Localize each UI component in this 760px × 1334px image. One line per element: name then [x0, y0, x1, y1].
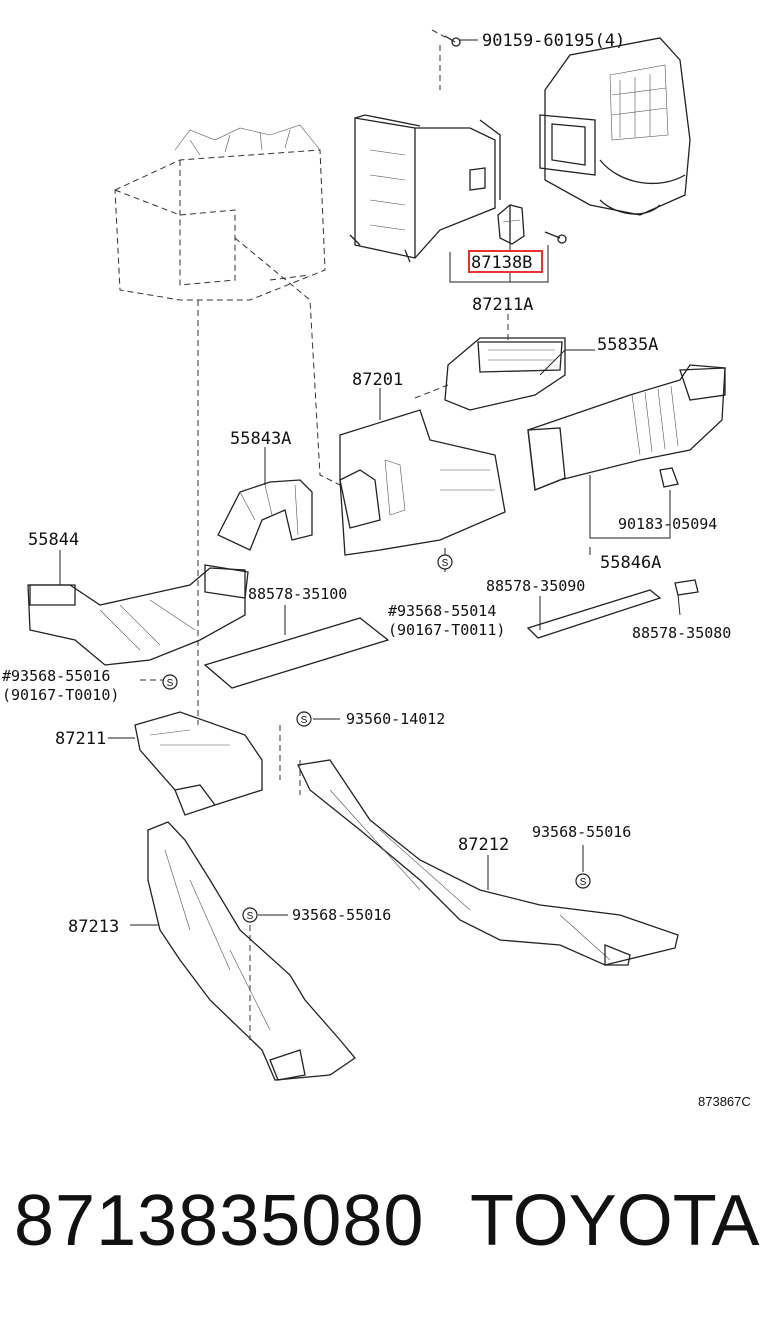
label-55846a[interactable]: 55846A — [600, 553, 661, 573]
svg-text:S: S — [442, 558, 449, 569]
label-93568-55016-a[interactable]: #93568-55016 — [2, 667, 110, 685]
label-88578-35090[interactable]: 88578-35090 — [486, 577, 585, 595]
label-93560-14012[interactable]: 93560-14012 — [346, 710, 445, 728]
label-93568-55016-c[interactable]: 93568-55016 — [292, 906, 391, 924]
label-55835a[interactable]: 55835A — [597, 335, 658, 355]
duct-55844 — [27, 564, 249, 666]
label-87213[interactable]: 87213 — [68, 917, 119, 937]
duct-55846a — [527, 364, 726, 491]
screw-90159-resistor — [544, 231, 567, 244]
duct-87211 — [134, 711, 263, 816]
pad-88578-35100 — [203, 617, 390, 689]
s-symbol-55016-c: S — [242, 907, 258, 923]
label-88578-35080[interactable]: 88578-35080 — [632, 624, 731, 642]
label-93568-55014[interactable]: #93568-55014 — [388, 602, 496, 620]
duct-87201 — [339, 409, 506, 556]
resistor-87138b — [497, 204, 525, 245]
duct-55835a — [444, 337, 566, 411]
footer-part-number: 8713835080 — [14, 1181, 425, 1261]
label-87138b[interactable]: 87138B — [471, 253, 532, 273]
leader-lines — [59, 29, 681, 926]
clip-90183-05094 — [659, 467, 679, 488]
label-87211[interactable]: 87211 — [55, 729, 106, 749]
svg-text:S: S — [580, 877, 587, 888]
heater-unit-outline — [114, 124, 326, 301]
blower-unit — [539, 37, 691, 216]
footer-brand: TOYOTA — [470, 1181, 760, 1261]
duct-87213 — [147, 821, 356, 1081]
label-87211a[interactable]: 87211A — [472, 295, 533, 315]
highlight-box — [468, 250, 543, 273]
label-90183-05094[interactable]: 90183-05094 — [618, 515, 717, 533]
s-symbol-14012: S — [296, 711, 312, 727]
screw-90159-top — [444, 35, 461, 47]
svg-text:S: S — [167, 678, 174, 689]
label-87201[interactable]: 87201 — [352, 370, 403, 390]
s-symbol-55016-b: S — [575, 873, 591, 889]
pad-88578-35080 — [674, 579, 699, 596]
label-90167-t0011[interactable]: (90167-T0011) — [388, 621, 505, 639]
footer: 8713835080 TOYOTA — [0, 1180, 760, 1290]
assembly-guides — [140, 237, 509, 1040]
label-55843a[interactable]: 55843A — [230, 429, 291, 449]
pad-88578-35090 — [526, 589, 662, 639]
s-symbol-55016-a: S — [162, 674, 178, 690]
label-87212[interactable]: 87212 — [458, 835, 509, 855]
diagram-code: 873867C — [698, 1094, 751, 1109]
label-90167-t0010[interactable]: (90167-T0010) — [2, 686, 119, 704]
duct-housing-87211a — [349, 114, 501, 263]
label-88578-35100[interactable]: 88578-35100 — [248, 585, 347, 603]
svg-text:S: S — [301, 715, 308, 726]
duct-55843a — [217, 479, 313, 551]
label-55844[interactable]: 55844 — [28, 530, 79, 550]
duct-87212 — [297, 759, 679, 966]
label-93568-55016-b[interactable]: 93568-55016 — [532, 823, 631, 841]
svg-text:S: S — [247, 911, 254, 922]
s-symbol-55014: S — [437, 554, 453, 570]
label-90159-60195[interactable]: 90159-60195(4) — [482, 31, 625, 51]
